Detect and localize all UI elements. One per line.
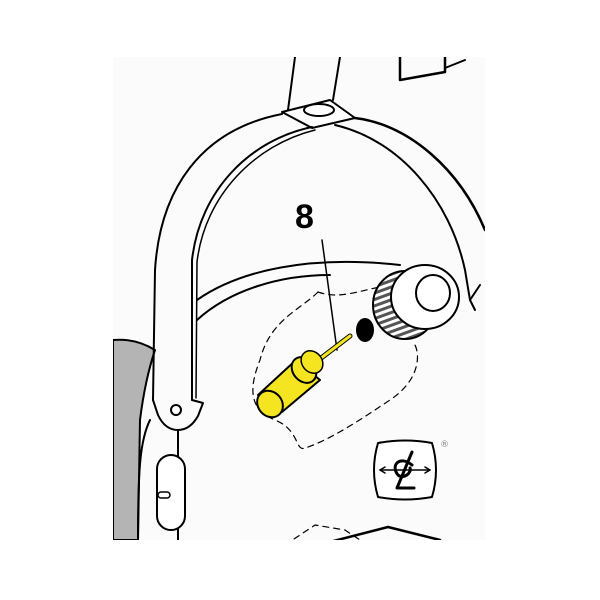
registered-mark: ® bbox=[440, 440, 449, 450]
oil-hole bbox=[356, 318, 374, 342]
top-right-bracket bbox=[398, 57, 447, 82]
callout-label: 8 bbox=[295, 198, 314, 236]
arm-inner-arc-1 bbox=[191, 126, 313, 401]
arm-right-arc bbox=[353, 116, 485, 232]
callout-leader bbox=[321, 239, 338, 351]
oil-bottle bbox=[256, 333, 353, 419]
arm-outer-arc bbox=[152, 113, 283, 401]
trademark-logo-icon bbox=[373, 439, 437, 501]
post-oil-hole bbox=[303, 103, 335, 117]
knob-center bbox=[415, 274, 451, 312]
side-slot bbox=[156, 454, 186, 531]
oil-area-dashed bbox=[252, 291, 419, 449]
cross-bar bbox=[196, 260, 401, 301]
left-cover bbox=[113, 338, 156, 540]
top-post bbox=[287, 57, 341, 111]
